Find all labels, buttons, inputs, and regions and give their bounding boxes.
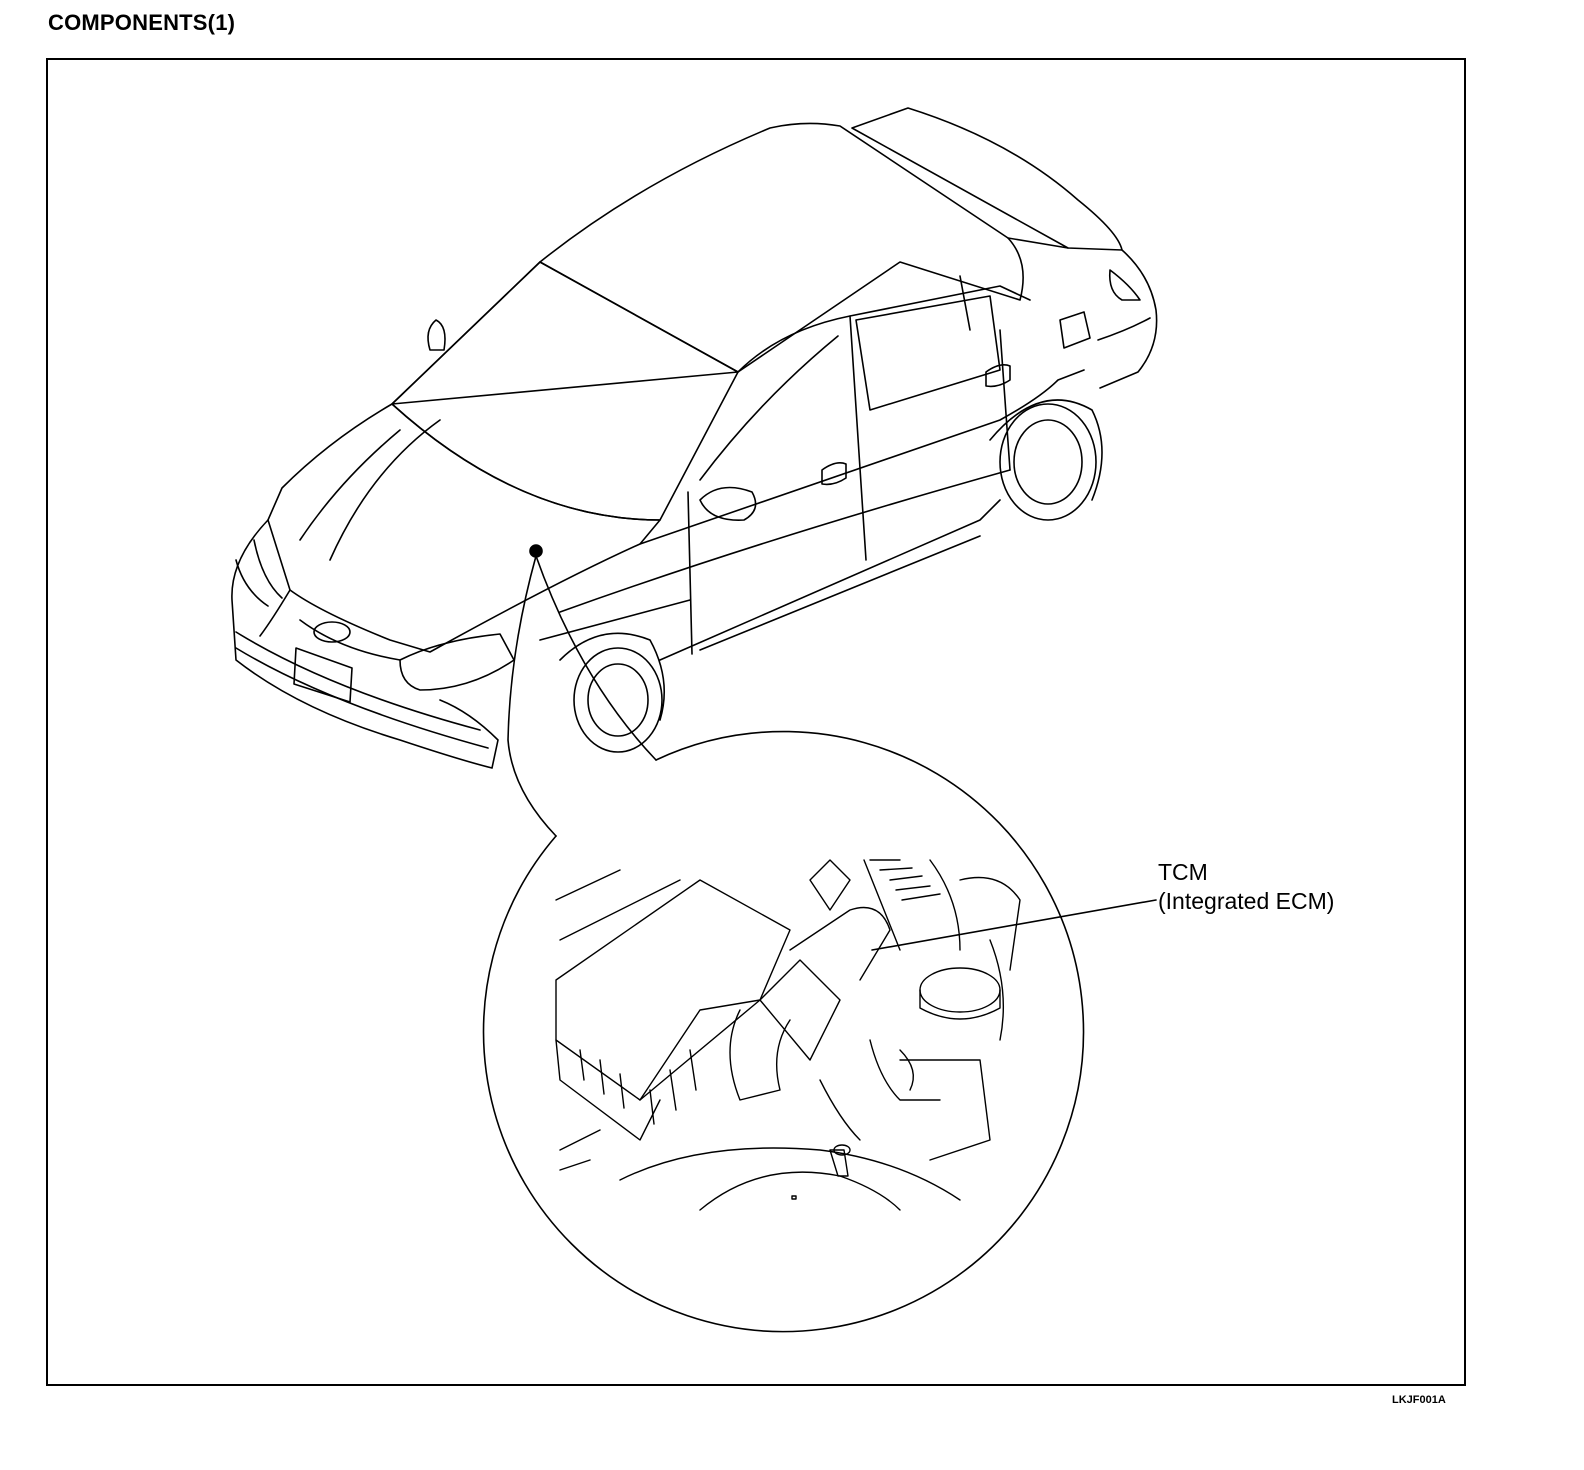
tcm-module (759, 959, 841, 1061)
section-heading: COMPONENTS(1) (48, 10, 236, 35)
figure-frame (46, 58, 1466, 1386)
figure-id: LKJF001A (1392, 1394, 1446, 1406)
tcm-sublabel: (Integrated ECM) (1158, 888, 1335, 914)
tcm-leader-line (871, 899, 1157, 951)
engine-bay-detail (555, 859, 1021, 1211)
tcm-label: TCM (1158, 859, 1208, 885)
car-drawing (231, 107, 1158, 769)
tcm-callout-label: TCM (Integrated ECM) (1158, 858, 1334, 916)
magnifier-callout (482, 555, 1085, 1333)
license-plate (293, 647, 353, 703)
